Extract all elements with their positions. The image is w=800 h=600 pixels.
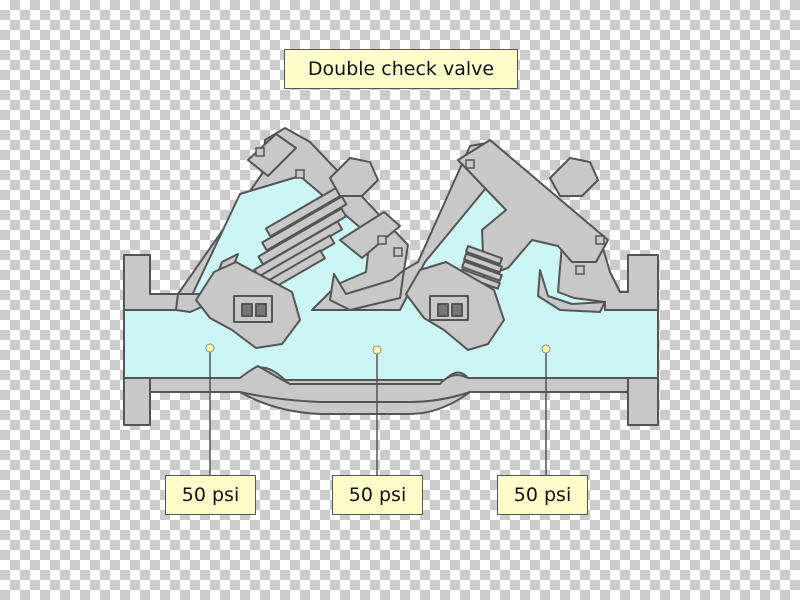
cover-1 bbox=[247, 133, 297, 177]
pressure-label-outlet: 50 psi bbox=[497, 475, 588, 515]
seat-3 bbox=[537, 269, 606, 313]
pressure-label-middle: 50 psi bbox=[332, 475, 423, 515]
pressure-point-1 bbox=[205, 343, 215, 475]
diagram-title: Double check valve bbox=[284, 49, 518, 89]
cover-2 bbox=[339, 211, 401, 259]
lower-wall bbox=[149, 365, 629, 403]
bolts bbox=[255, 147, 605, 275]
seat-2 bbox=[329, 269, 405, 311]
test-cock-2 bbox=[549, 157, 599, 197]
pressure-point-3 bbox=[541, 344, 551, 475]
test-cock-1 bbox=[329, 157, 379, 197]
pressure-label-inlet: 50 psi bbox=[165, 475, 256, 515]
spring-2 bbox=[459, 245, 503, 290]
bonnet-2 bbox=[457, 139, 609, 277]
pressure-point-2 bbox=[372, 345, 382, 475]
